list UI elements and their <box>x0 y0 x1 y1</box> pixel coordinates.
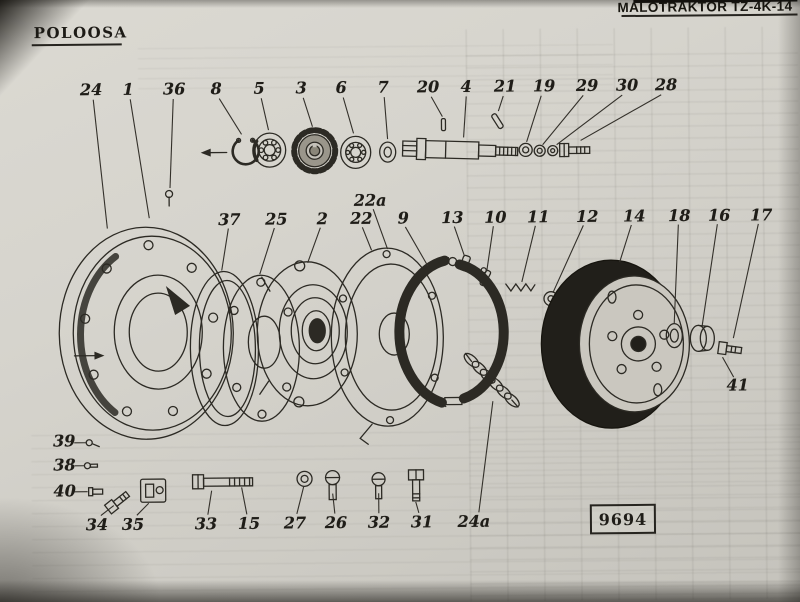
leader-line-24a <box>478 401 494 513</box>
leader-line-41 <box>722 356 735 378</box>
leader-line-30 <box>556 94 623 146</box>
leader-line-35 <box>136 502 150 516</box>
leader-line-3 <box>302 97 313 127</box>
leader-line-20 <box>430 96 443 117</box>
leader-line-37 <box>221 228 229 271</box>
leader-line-33 <box>207 490 213 515</box>
leader-line-22a <box>372 209 389 250</box>
leader-line-11 <box>521 225 536 283</box>
leader-line-36 <box>169 98 174 189</box>
figure-number: 9694 <box>598 509 648 529</box>
leader-line-13 <box>453 226 466 257</box>
leader-line-5 <box>260 98 270 131</box>
figure-number-box: 9694 <box>589 503 657 535</box>
leader-line-31 <box>415 501 420 513</box>
leader-line-25 <box>259 227 275 275</box>
leader-line-29 <box>542 95 584 146</box>
leader-line-14 <box>619 224 632 263</box>
leader-line-19 <box>526 95 542 143</box>
leader-line-18 <box>673 224 679 324</box>
leader-line-26 <box>332 493 336 514</box>
leader-line-1 <box>129 99 150 219</box>
leader-line-9 <box>404 226 429 267</box>
leader-line-27 <box>296 486 305 515</box>
leader-line-7 <box>383 97 389 140</box>
leader-line-17 <box>732 223 759 339</box>
leader-line-24 <box>92 99 108 229</box>
leader-line-4 <box>463 96 467 138</box>
leader-line-6 <box>342 97 355 134</box>
leader-line-22 <box>361 227 373 251</box>
leader-line-8 <box>218 98 243 135</box>
leader-line-34 <box>100 505 115 517</box>
leader-line-10 <box>486 226 494 272</box>
leader-line-12 <box>552 225 584 293</box>
leader-line-21 <box>497 95 504 112</box>
leader-line-2 <box>307 227 321 263</box>
leader-line-15 <box>241 487 248 515</box>
leader-line-16 <box>701 224 718 326</box>
